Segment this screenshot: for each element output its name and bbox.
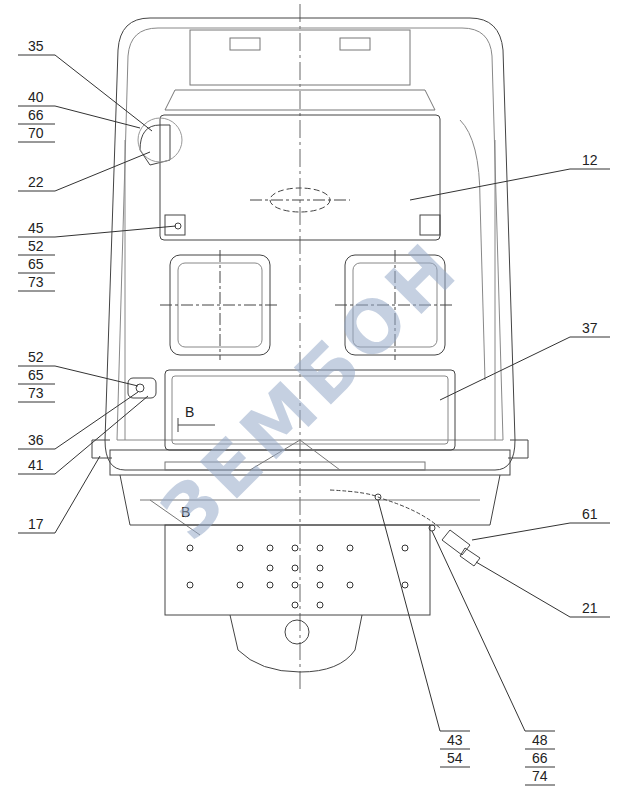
callout-number: 73 bbox=[28, 274, 44, 290]
watermark: ЗЕМБОН bbox=[145, 224, 476, 555]
callout-number: 12 bbox=[582, 152, 598, 168]
callout-number: 66 bbox=[532, 750, 548, 766]
callout-number: 65 bbox=[28, 367, 44, 383]
callout-number: 48 bbox=[532, 732, 548, 748]
callout-number: 73 bbox=[28, 385, 44, 401]
callout-number: 74 bbox=[532, 768, 548, 784]
callout-number: 66 bbox=[28, 107, 44, 123]
callout-number: 21 bbox=[582, 600, 598, 616]
callout-number: 52 bbox=[28, 349, 44, 365]
callout-number: 17 bbox=[28, 516, 44, 532]
callout-number: 70 bbox=[28, 125, 44, 141]
callout-number: 43 bbox=[447, 732, 463, 748]
callout-number: 36 bbox=[28, 432, 44, 448]
callout-number: 40 bbox=[28, 89, 44, 105]
callout-number: В bbox=[185, 404, 194, 420]
callout-number: 22 bbox=[28, 174, 44, 190]
callout-number: 61 bbox=[582, 506, 598, 522]
callout-number: 45 bbox=[28, 220, 44, 236]
callout-number: 41 bbox=[28, 457, 44, 473]
callout-number: 35 bbox=[28, 38, 44, 54]
callout-number: 52 bbox=[28, 238, 44, 254]
callout-number: 65 bbox=[28, 256, 44, 272]
callout-number: 54 bbox=[447, 750, 463, 766]
callout-number: 37 bbox=[582, 320, 598, 336]
